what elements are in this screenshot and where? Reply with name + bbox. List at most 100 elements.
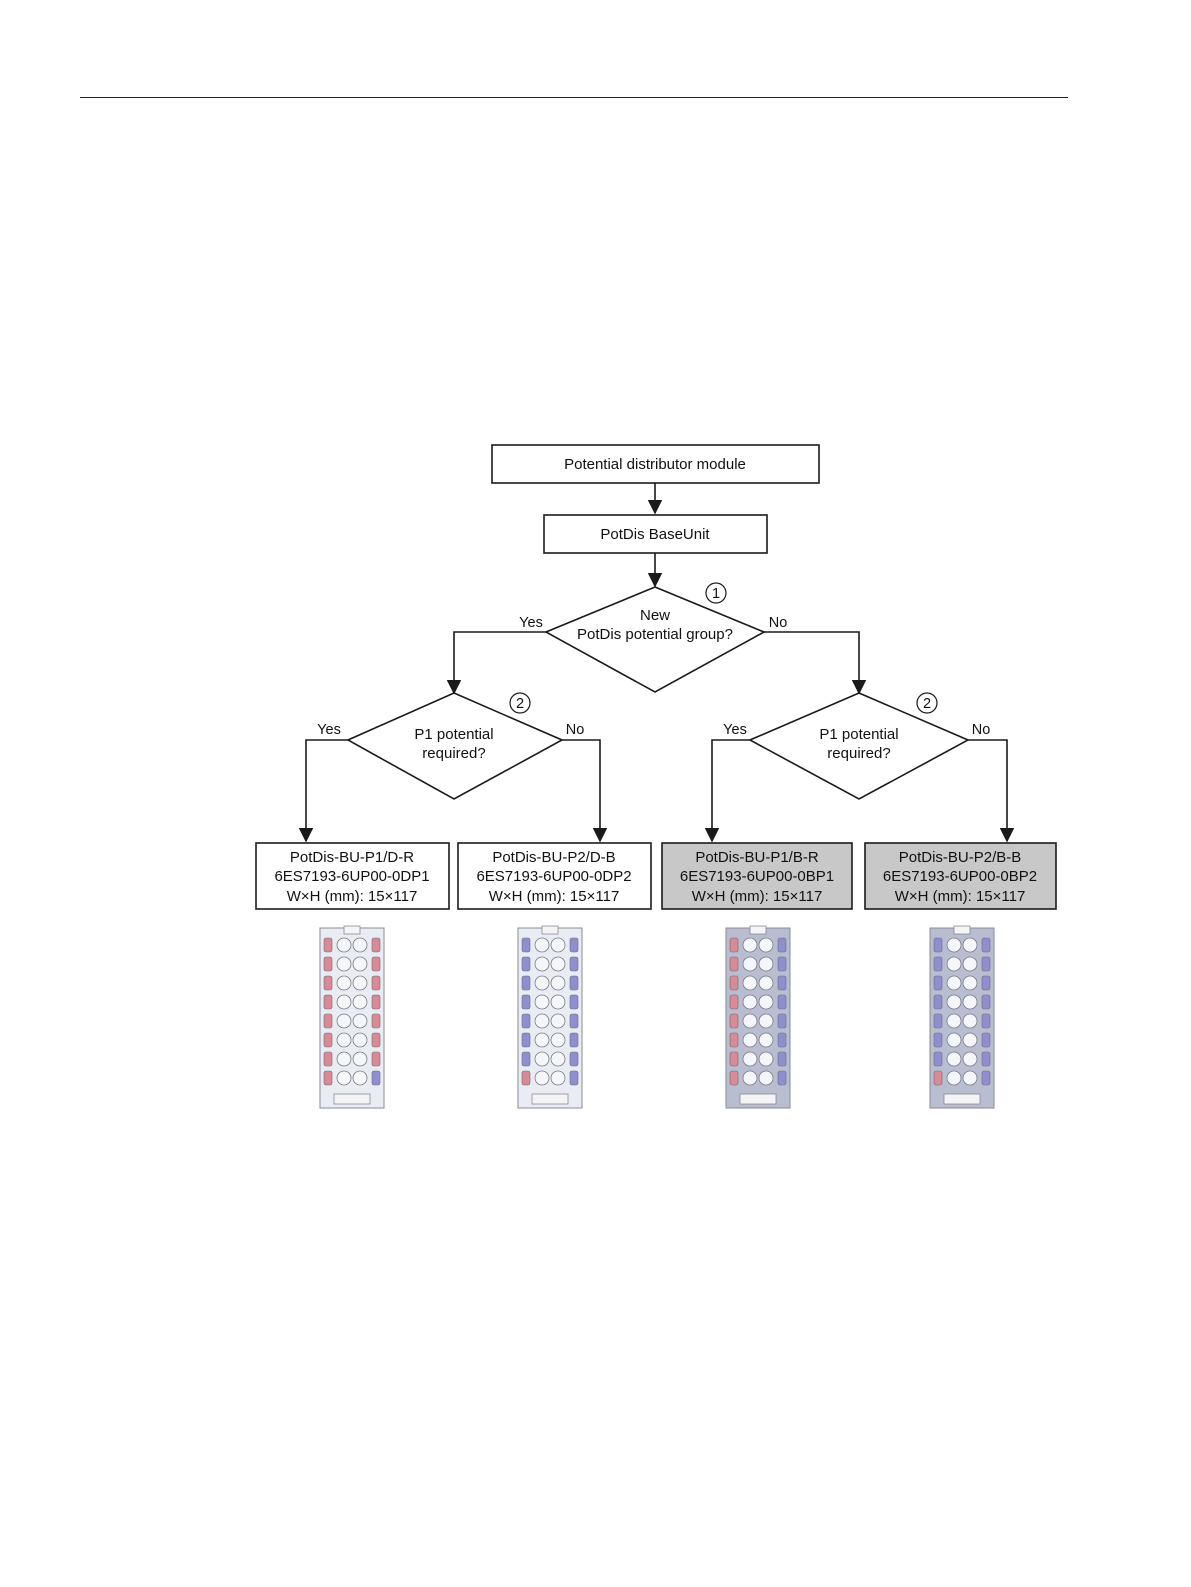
terminal-left — [933, 1070, 943, 1086]
terminal-left — [933, 994, 943, 1010]
module-4-order: 6ES7193-6UP00-0BP2 — [883, 868, 1037, 885]
terminal-left — [521, 975, 531, 991]
terminal-left — [933, 1013, 943, 1029]
decision-new-group-line1: New — [640, 607, 670, 624]
terminal-hole — [742, 1070, 758, 1086]
terminal-right — [981, 937, 991, 953]
terminal-hole — [758, 1032, 774, 1048]
terminal-left — [521, 1070, 531, 1086]
terminal-right — [981, 1032, 991, 1048]
marker-1-circle — [705, 582, 727, 604]
terminal-right — [371, 1051, 381, 1067]
module-3-size: W×H (mm): 15×117 — [692, 888, 823, 905]
terminal-hole — [534, 1013, 550, 1029]
terminal-hole — [550, 975, 566, 991]
terminal-left — [323, 1051, 333, 1067]
marker-1-label: 1 — [712, 586, 720, 602]
terminal-hole — [758, 1051, 774, 1067]
terminal-hole — [742, 956, 758, 972]
terminal-left — [323, 956, 333, 972]
terminal-right — [569, 956, 579, 972]
terminal-hole — [962, 956, 978, 972]
terminal-left — [323, 1013, 333, 1029]
terminal-left — [521, 994, 531, 1010]
terminal-hole — [352, 956, 368, 972]
decision-right-yes: Yes — [723, 722, 747, 738]
terminal-hole — [758, 1013, 774, 1029]
decision-left-yes: Yes — [317, 722, 341, 738]
terminal-hole — [946, 1051, 962, 1067]
terminal-hole — [534, 1051, 550, 1067]
decision-left-p1: P1 potential required? 2 Yes No — [317, 692, 584, 800]
base-unit-box: PotDis BaseUnit — [543, 514, 768, 554]
module-image-2 — [517, 925, 583, 1109]
connector-lines — [298, 483, 1015, 843]
terminal-right — [777, 937, 787, 953]
terminal-hole — [336, 1013, 352, 1029]
terminal-right — [981, 956, 991, 972]
terminal-left — [323, 994, 333, 1010]
module-latch — [953, 925, 971, 935]
terminal-right — [371, 956, 381, 972]
terminal-right — [777, 994, 787, 1010]
terminal-right — [371, 1032, 381, 1048]
terminal-left — [323, 975, 333, 991]
terminal-hole — [962, 994, 978, 1010]
module-2-order: 6ES7193-6UP00-0DP2 — [476, 868, 631, 885]
terminal-right — [371, 1070, 381, 1086]
module-box-4: PotDis-BU-P2/B-B 6ES7193-6UP00-0BP2 W×H … — [864, 842, 1057, 910]
terminal-right — [569, 994, 579, 1010]
marker-2-left-circle — [509, 692, 531, 714]
decision-right-line1: P1 potential — [819, 726, 898, 743]
terminal-hole — [946, 956, 962, 972]
terminal-hole — [352, 1070, 368, 1086]
terminal-hole — [534, 1070, 550, 1086]
module-latch — [343, 925, 361, 935]
terminal-hole — [962, 1070, 978, 1086]
terminal-right — [569, 1013, 579, 1029]
module-latch — [541, 925, 559, 935]
terminal-left — [521, 1032, 531, 1048]
terminal-left — [933, 956, 943, 972]
terminal-hole — [550, 1013, 566, 1029]
module-foot — [943, 1093, 981, 1105]
decision-new-group: New PotDis potential group? 1 Yes No — [519, 582, 787, 693]
terminal-hole — [550, 956, 566, 972]
terminal-hole — [336, 1051, 352, 1067]
decision-left-line1: P1 potential — [414, 726, 493, 743]
terminal-hole — [550, 1032, 566, 1048]
module-1-order: 6ES7193-6UP00-0DP1 — [274, 868, 429, 885]
root-box: Potential distributor module — [491, 444, 820, 484]
module-latch — [749, 925, 767, 935]
terminal-right — [371, 1013, 381, 1029]
terminal-left — [323, 1070, 333, 1086]
terminal-hole — [534, 994, 550, 1010]
terminal-left — [933, 975, 943, 991]
decision-right-line2: required? — [827, 745, 890, 762]
terminal-left — [323, 937, 333, 953]
terminal-hole — [534, 1032, 550, 1048]
terminal-hole — [946, 937, 962, 953]
module-2-size: W×H (mm): 15×117 — [489, 888, 620, 905]
module-foot — [739, 1093, 777, 1105]
module-2-name: PotDis-BU-P2/D-B — [492, 849, 615, 866]
module-4-name: PotDis-BU-P2/B-B — [899, 849, 1022, 866]
marker-2-left-label: 2 — [516, 696, 524, 712]
module-foot — [333, 1093, 371, 1105]
marker-2-right-label: 2 — [923, 696, 931, 712]
terminal-hole — [946, 1070, 962, 1086]
terminal-left — [933, 1051, 943, 1067]
terminal-left — [729, 1070, 739, 1086]
marker-2-right-circle — [916, 692, 938, 714]
terminal-left — [521, 1013, 531, 1029]
terminal-hole — [742, 994, 758, 1010]
terminal-hole — [352, 1013, 368, 1029]
terminal-left — [729, 975, 739, 991]
terminal-hole — [962, 1013, 978, 1029]
decision-new-group-yes: Yes — [519, 615, 543, 631]
terminal-hole — [758, 994, 774, 1010]
terminal-hole — [534, 975, 550, 991]
module-1-size: W×H (mm): 15×117 — [287, 888, 418, 905]
terminal-hole — [352, 994, 368, 1010]
